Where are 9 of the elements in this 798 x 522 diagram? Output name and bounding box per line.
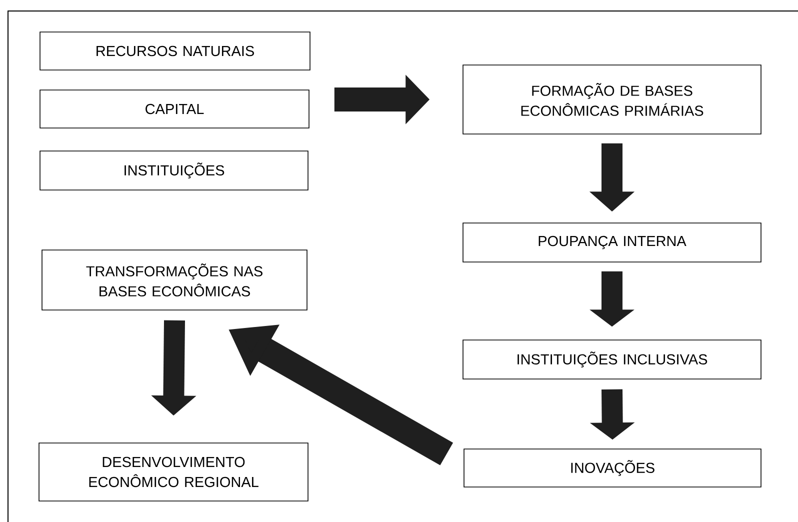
text-box: INSTITUIÇÕES	[40, 150, 308, 190]
text-box: FORMAÇÃO DE BASES ECONÔMICAS PRIMÁRIAS	[462, 64, 762, 134]
text-box: RECURSOS NATURAIS	[40, 32, 310, 70]
text-box: INOVAÇÕES	[464, 448, 762, 488]
text-box: INSTITUIÇÕES INCLUSIVAS	[462, 340, 762, 380]
text-box: POUPANÇA INTERNA	[462, 222, 762, 262]
text-box: DESENVOLVIMENTO ECONÔMICO REGIONAL	[38, 442, 308, 502]
text-box: CAPITAL	[40, 90, 310, 128]
text-box: TRANSFORMAÇÕES NAS BASES ECONÔMICAS	[42, 250, 308, 310]
